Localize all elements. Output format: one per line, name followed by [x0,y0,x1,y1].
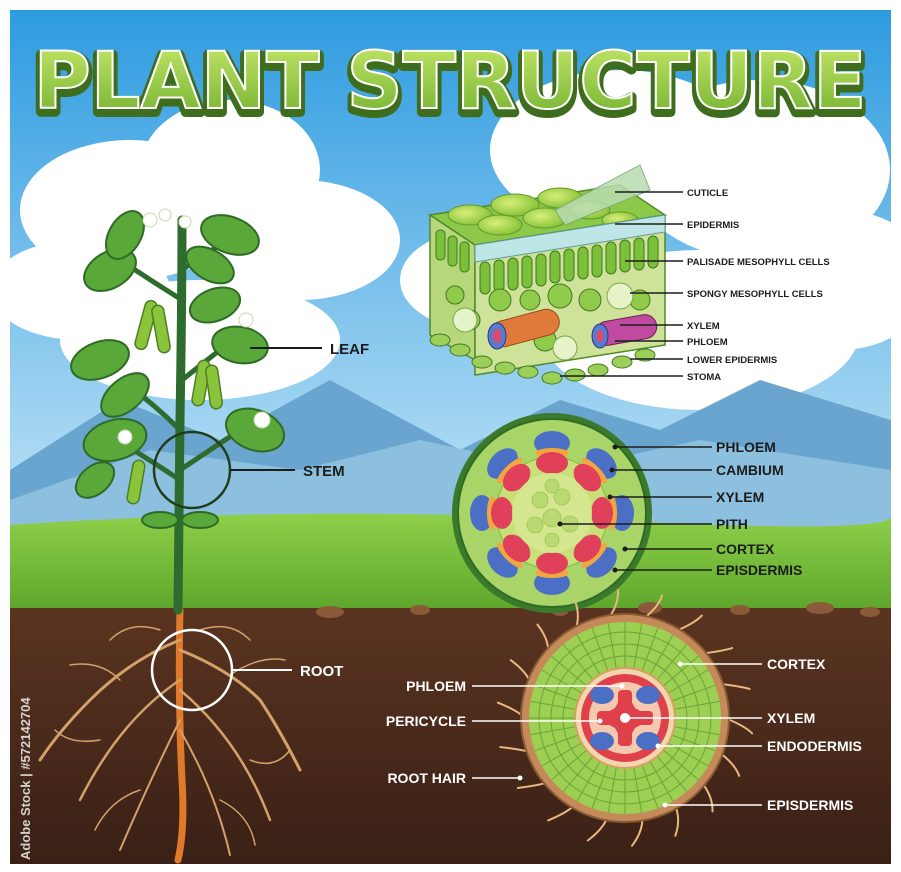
stem-xylem-patch [536,452,568,474]
label-root-hair: ROOT HAIR [387,770,466,786]
label-root-epidermis: EPISDERMIS [767,797,853,813]
label-stem-xylem: XYLEM [716,489,764,505]
label-lower-epidermis: LOWER EPIDERMIS [687,355,777,366]
plant-stem [178,220,182,610]
label-stem-phloem: PHLOEM [716,439,776,455]
label-root: ROOT [300,663,343,680]
label-root-cortex: CORTEX [767,656,826,672]
label-cambium: CAMBIUM [716,462,784,478]
title: PLANT STRUCTURE PLANT STRUCTURE [34,37,867,131]
stem-xylem-patch [491,497,513,529]
label-stem-epidermis: EPISDERMIS [716,562,802,578]
label-stem-cortex: CORTEX [716,541,775,557]
label-palisade-mesophyll: PALISADE MESOPHYLL CELLS [687,257,830,268]
label-spongy-mesophyll: SPONGY MESOPHYLL CELLS [687,289,823,300]
label-leaf-phloem: PHLOEM [687,337,728,348]
label-endodermis: ENDODERMIS [767,738,862,754]
soil [10,608,891,864]
label-leaf-epidermis: EPIDERMIS [687,220,739,231]
stem-xylem-patch [536,552,568,574]
label-root-xylem: XYLEM [767,710,815,726]
label-pericycle: PERICYCLE [386,713,466,729]
label-leaf: LEAF [330,341,369,358]
label-stem: STEM [303,463,345,480]
label-pith: PITH [716,516,748,532]
page-title: PLANT STRUCTURE [34,37,867,127]
label-root-phloem: PHLOEM [406,678,466,694]
watermark-text: Adobe Stock | #572142704 [18,697,33,860]
label-cuticle: CUTICLE [687,188,728,199]
label-stoma: STOMA [687,372,721,383]
label-leaf-xylem: XYLEM [687,321,720,332]
